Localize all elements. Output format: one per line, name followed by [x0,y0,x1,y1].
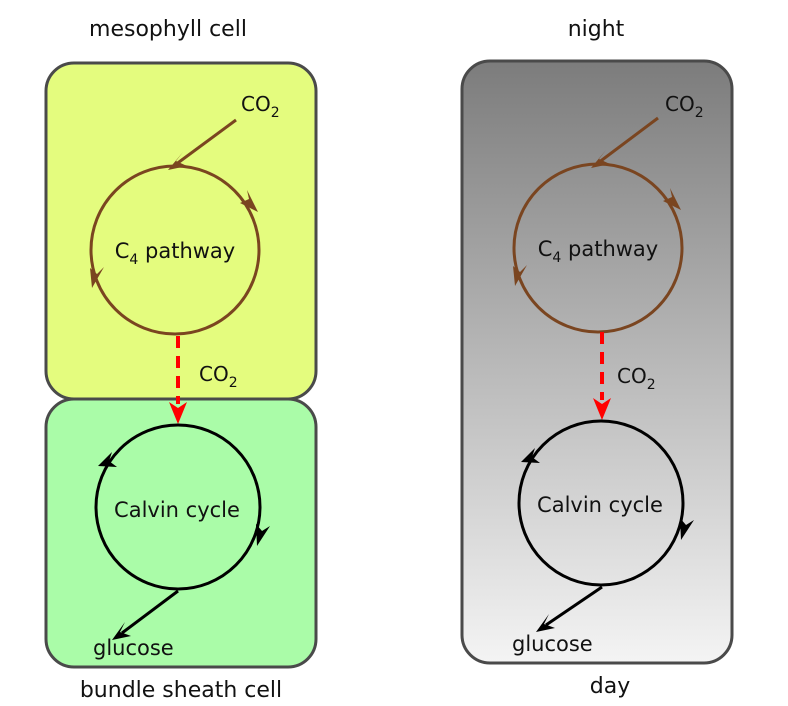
co2-input-arrow [597,116,659,165]
night-day-box [460,59,734,665]
co2-transfer-label: CO2 [617,364,656,393]
c4-pathway-cycle [89,164,261,336]
calvin-cycle-arrowhead-right [680,518,694,540]
co2-transfer-label: CO2 [199,362,238,391]
night-label: night [568,17,625,42]
c4-pathway-cycle [512,162,684,334]
glucose-label: glucose [93,636,174,660]
calvin-cycle-label: Calvin cycle [537,493,663,517]
cam-panel: night CO2 C4 pathway CO2 Calvin cycle gl… [460,17,734,699]
glucose-output-arrow [121,589,179,635]
glucose-output-arrowhead [112,622,131,640]
bundle-sheath-cell-label: bundle sheath cell [80,678,282,703]
glucose-output-arrow [545,585,603,627]
c4-cycle-arrowhead-right [663,188,681,210]
bundle-sheath-cell-box [44,397,318,669]
c4-cycle-arrowhead-right [240,190,258,212]
day-label: day [590,674,630,699]
c4-pathway-label: C4 pathway [538,237,658,266]
glucose-output-arrowhead [536,614,555,632]
co2-input-label: CO2 [665,92,704,121]
co2-transfer-arrowhead [169,402,187,424]
calvin-cycle-label: Calvin cycle [114,498,240,522]
calvin-cycle-arrowhead-left [98,452,117,467]
co2-transfer-arrowhead [593,398,611,420]
co2-input-arrow [174,118,237,167]
mesophyll-cell-label: mesophyll cell [89,17,247,42]
co2-input-label: CO2 [241,92,280,121]
calvin-cycle-arrowhead-left [521,448,540,463]
glucose-label: glucose [512,632,593,656]
calvin-cycle [517,419,685,587]
calvin-cycle [94,423,262,591]
c4-cycle-arrowhead-left [513,265,527,286]
calvin-cycle-arrowhead-right [256,524,270,546]
c4-panel: mesophyll cell CO2 C4 pathway CO2 Calvin… [44,17,318,703]
c4-pathway-label: C4 pathway [115,239,235,268]
c4-cycle-arrowhead-left [90,267,104,288]
